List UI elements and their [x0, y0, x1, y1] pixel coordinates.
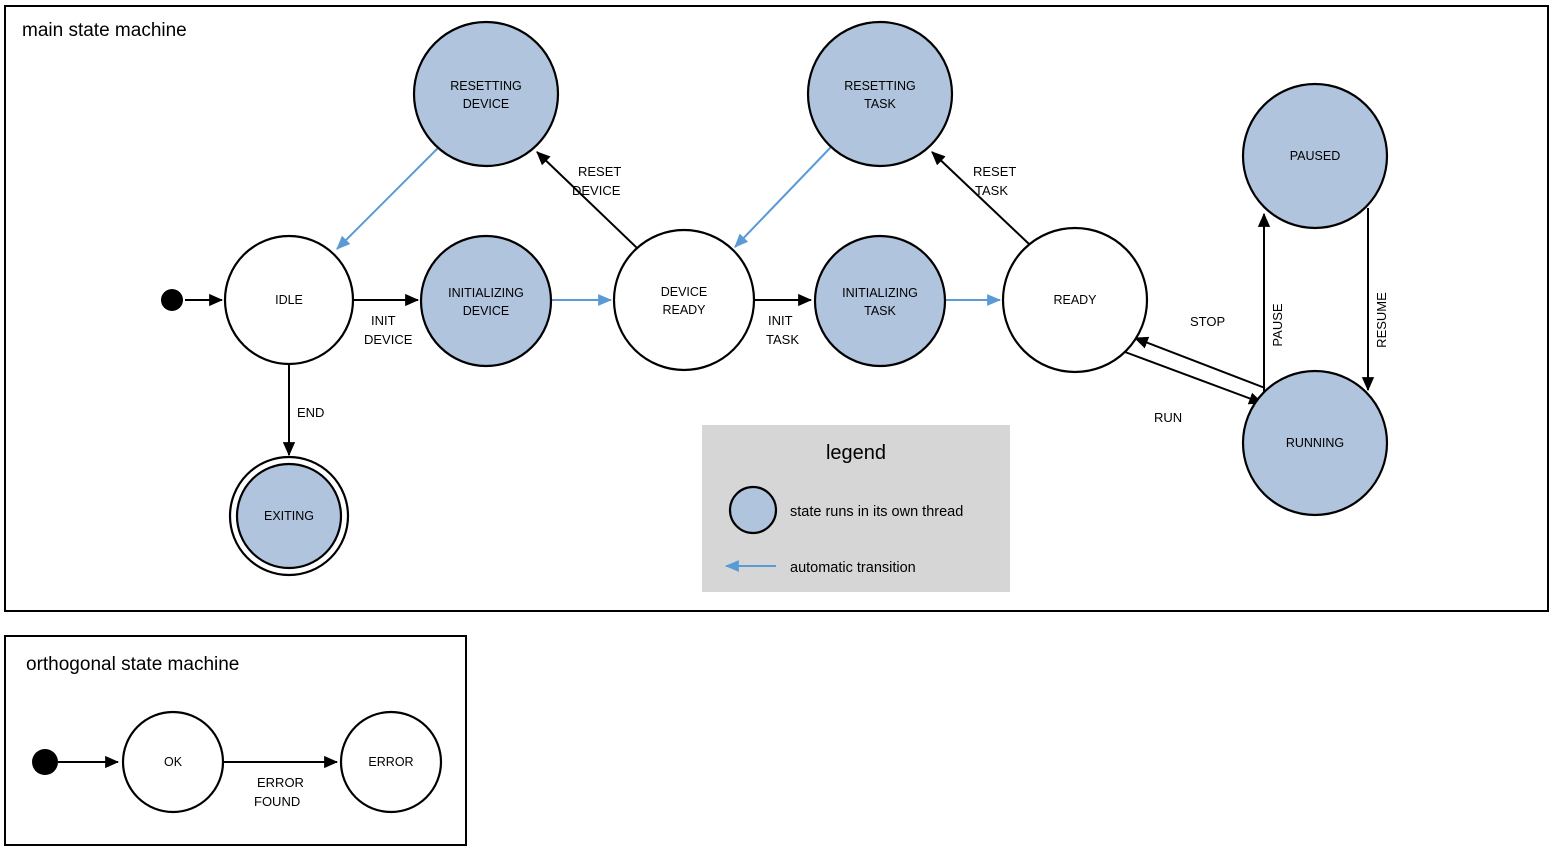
state-node-exiting[interactable]: EXITING	[228, 455, 350, 577]
state-circle-exiting[interactable]	[235, 462, 343, 570]
label-end: END	[297, 405, 324, 420]
legend-title: legend	[826, 442, 886, 464]
state-circle-running[interactable]	[1241, 369, 1389, 517]
state-node-initializing-task[interactable]: INITIALIZING TASK	[813, 234, 947, 368]
state-node-resetting-device[interactable]: RESETTING DEVICE	[412, 20, 560, 168]
state-nodes: IDLE RESETTING DEVICE INITIALIZING DEVIC…	[161, 20, 1389, 577]
main-frame-title: main state machine	[22, 20, 187, 41]
initial-state-marker	[161, 289, 183, 311]
label-init-task-line1: INIT	[768, 313, 793, 328]
state-label-running: RUNNING	[1286, 436, 1344, 450]
state-node-ok[interactable]: OK	[121, 710, 225, 814]
state-label-resetting-task-line2: TASK	[864, 97, 896, 111]
state-circle-idle[interactable]	[223, 234, 355, 366]
legend-auto-transition-text: automatic transition	[790, 560, 916, 576]
transition-labels: INIT DEVICE RESET DEVICE INIT TASK RESET…	[297, 164, 1389, 425]
state-label-initializing-task-line2: TASK	[864, 304, 896, 318]
edge-resettingtask-to-deviceready	[734, 146, 832, 248]
state-circle-resetting-device[interactable]	[412, 20, 560, 168]
state-node-idle[interactable]: IDLE	[223, 234, 355, 366]
label-reset-device-line2: DEVICE	[572, 183, 621, 198]
state-node-paused[interactable]: PAUSED	[1241, 82, 1389, 230]
label-init-device-line1: INIT	[371, 313, 396, 328]
state-circle-initializing-device[interactable]	[419, 234, 553, 368]
state-circle-resetting-task[interactable]	[806, 20, 954, 168]
state-label-resetting-device-line1: RESETTING	[450, 79, 522, 93]
state-node-initializing-device[interactable]: INITIALIZING DEVICE	[419, 234, 553, 368]
label-reset-task-line1: RESET	[973, 164, 1016, 179]
state-circle-device-ready[interactable]	[612, 228, 756, 372]
edge-resettingdevice-to-idle	[336, 147, 439, 250]
state-label-device-ready-line1: DEVICE	[661, 285, 708, 299]
state-node-error[interactable]: ERROR	[339, 710, 443, 814]
state-label-resetting-task-line1: RESETTING	[844, 79, 916, 93]
state-label-resetting-device-line2: DEVICE	[463, 97, 510, 111]
state-node-resetting-task[interactable]: RESETTING TASK	[806, 20, 954, 168]
edge-ready-to-resettingtask	[931, 151, 1030, 245]
state-circle-ok[interactable]	[121, 710, 225, 814]
state-circle-error[interactable]	[339, 710, 443, 814]
label-error-found-line1: ERROR	[257, 775, 304, 790]
state-label-initializing-task-line1: INITIALIZING	[842, 286, 918, 300]
label-pause: PAUSE	[1270, 303, 1285, 346]
state-circle-paused[interactable]	[1241, 82, 1389, 230]
state-node-running[interactable]: RUNNING	[1241, 369, 1389, 517]
label-run: RUN	[1154, 410, 1182, 425]
label-init-device-line2: DEVICE	[364, 332, 413, 347]
label-stop: STOP	[1190, 314, 1225, 329]
orthogonal-state-machine-frame: orthogonal state machine ERROR FOUND OK …	[4, 635, 467, 846]
state-label-ok: OK	[164, 755, 183, 769]
ortho-initial-state-marker	[32, 749, 58, 775]
state-circle-initializing-task[interactable]	[813, 234, 947, 368]
legend-thread-state-text: state runs in its own thread	[790, 504, 963, 520]
legend-panel: legend state runs in its own thread auto…	[702, 425, 1010, 592]
edge-ready-run-running	[1124, 351, 1264, 405]
state-label-paused: PAUSED	[1290, 149, 1340, 163]
transition-edges	[185, 146, 1375, 457]
legend-thread-state-swatch-icon	[728, 485, 778, 535]
state-label-error: ERROR	[368, 755, 413, 769]
state-label-initializing-device-line1: INITIALIZING	[448, 286, 524, 300]
state-circle-ready[interactable]	[1001, 226, 1149, 374]
label-init-task-line2: TASK	[766, 332, 799, 347]
state-label-device-ready-line2: READY	[662, 303, 706, 317]
label-reset-device-line1: RESET	[578, 164, 621, 179]
state-node-device-ready[interactable]: DEVICE READY	[612, 228, 756, 372]
state-label-ready: READY	[1053, 293, 1097, 307]
edge-deviceready-to-resettingdevice	[536, 151, 638, 249]
label-resume: RESUME	[1374, 292, 1389, 348]
orthogonal-frame-title: orthogonal state machine	[26, 654, 239, 675]
state-label-idle: IDLE	[275, 293, 303, 307]
state-node-ready[interactable]: READY	[1001, 226, 1149, 374]
state-label-exiting: EXITING	[264, 509, 314, 523]
label-error-found-line2: FOUND	[254, 794, 300, 809]
label-reset-task-line2: TASK	[975, 183, 1008, 198]
state-label-initializing-device-line2: DEVICE	[463, 304, 510, 318]
edge-running-stop-ready	[1133, 336, 1266, 389]
